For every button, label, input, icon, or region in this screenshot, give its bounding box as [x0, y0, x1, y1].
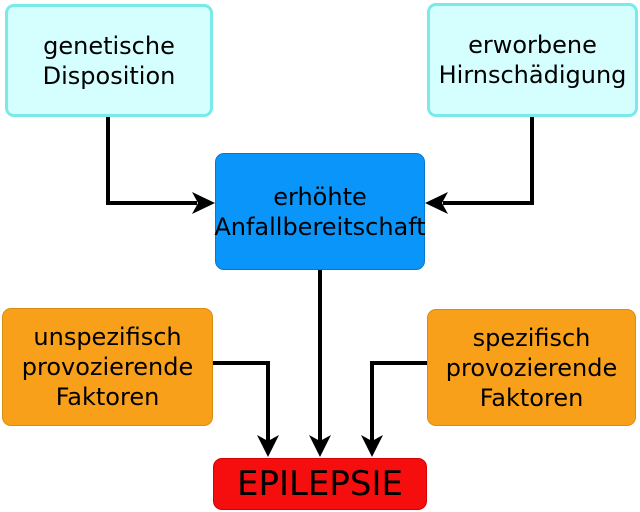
arrow-unspecific-to-epilepsy-head: [257, 435, 279, 457]
arrow-specific-to-epilepsy-head: [361, 435, 383, 457]
arrow-unspecific-to-epilepsy-line: [213, 361, 270, 441]
arrow-genetic-to-seizure-head: [192, 192, 215, 214]
node-spezifisch-provozierende-faktoren: spezifisch provozierende Faktoren: [427, 309, 636, 426]
node-label-line: Faktoren: [55, 383, 160, 411]
node-label-line: Disposition: [42, 61, 176, 90]
node-label-line: unspezifisch: [33, 323, 182, 351]
node-unspezifisch-provozierende-faktoren: unspezifisch provozierende Faktoren: [2, 308, 213, 426]
arrow-genetic-to-seizure-line: [106, 117, 197, 205]
arrow-acquired-to-seizure-line: [443, 117, 534, 205]
arrow-specific-to-epilepsy-line: [370, 361, 427, 441]
node-label-line: provozierende: [445, 353, 618, 382]
node-label-line: EPILEPSIE: [236, 464, 404, 504]
node-erworbene-hirnschaedigung: erworbene Hirnschädigung: [427, 3, 638, 117]
node-label-line: Hirnschädigung: [438, 61, 627, 89]
node-epilepsie: EPILEPSIE: [213, 458, 427, 510]
node-label-line: erhöhte: [273, 182, 367, 211]
node-label-line: Faktoren: [479, 383, 584, 412]
arrow-acquired-to-seizure-head: [425, 192, 448, 214]
node-label-line: Anfallbereitschaft: [214, 212, 426, 241]
node-label-line: spezifisch: [472, 323, 591, 352]
node-erhoehte-anfallbereitschaft: erhöhte Anfallbereitschaft: [214, 153, 426, 270]
arrow-seizure-to-epilepsy-head: [309, 435, 331, 457]
node-label-line: genetische: [43, 31, 175, 60]
node-label-line: provozierende: [21, 353, 194, 381]
node-label-line: erworbene: [468, 31, 597, 59]
node-genetische-disposition: genetische Disposition: [5, 4, 213, 117]
